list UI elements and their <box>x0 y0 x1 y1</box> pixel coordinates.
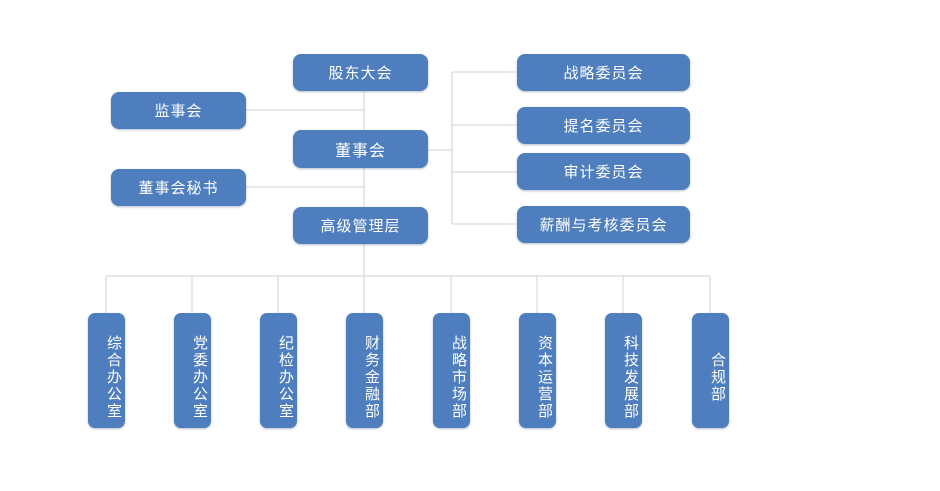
department-compliance-node: 合规部 <box>692 313 729 428</box>
committee-audit-node: 审计委员会 <box>517 153 690 190</box>
board-secretary-node: 董事会秘书 <box>111 169 246 206</box>
department-capital-operation-node: 资本运营部 <box>519 313 556 428</box>
committee-compensation-node: 薪酬与考核委员会 <box>517 206 690 243</box>
committee-nomination-node: 提名委员会 <box>517 107 690 144</box>
department-party-office-node: 党委办公室 <box>174 313 211 428</box>
committee-strategy-node: 战略委员会 <box>517 54 690 91</box>
supervisory-board-node: 监事会 <box>111 92 246 129</box>
department-finance-node: 财务金融部 <box>346 313 383 428</box>
department-discipline-office-node: 纪检办公室 <box>260 313 297 428</box>
shareholders-meeting-node: 股东大会 <box>293 54 428 91</box>
senior-management-node: 高级管理层 <box>293 207 428 244</box>
department-technology-node: 科技发展部 <box>605 313 642 428</box>
department-general-office-node: 综合办公室 <box>88 313 125 428</box>
department-strategy-market-node: 战略市场部 <box>433 313 470 428</box>
board-of-directors-node: 董事会 <box>293 130 428 168</box>
